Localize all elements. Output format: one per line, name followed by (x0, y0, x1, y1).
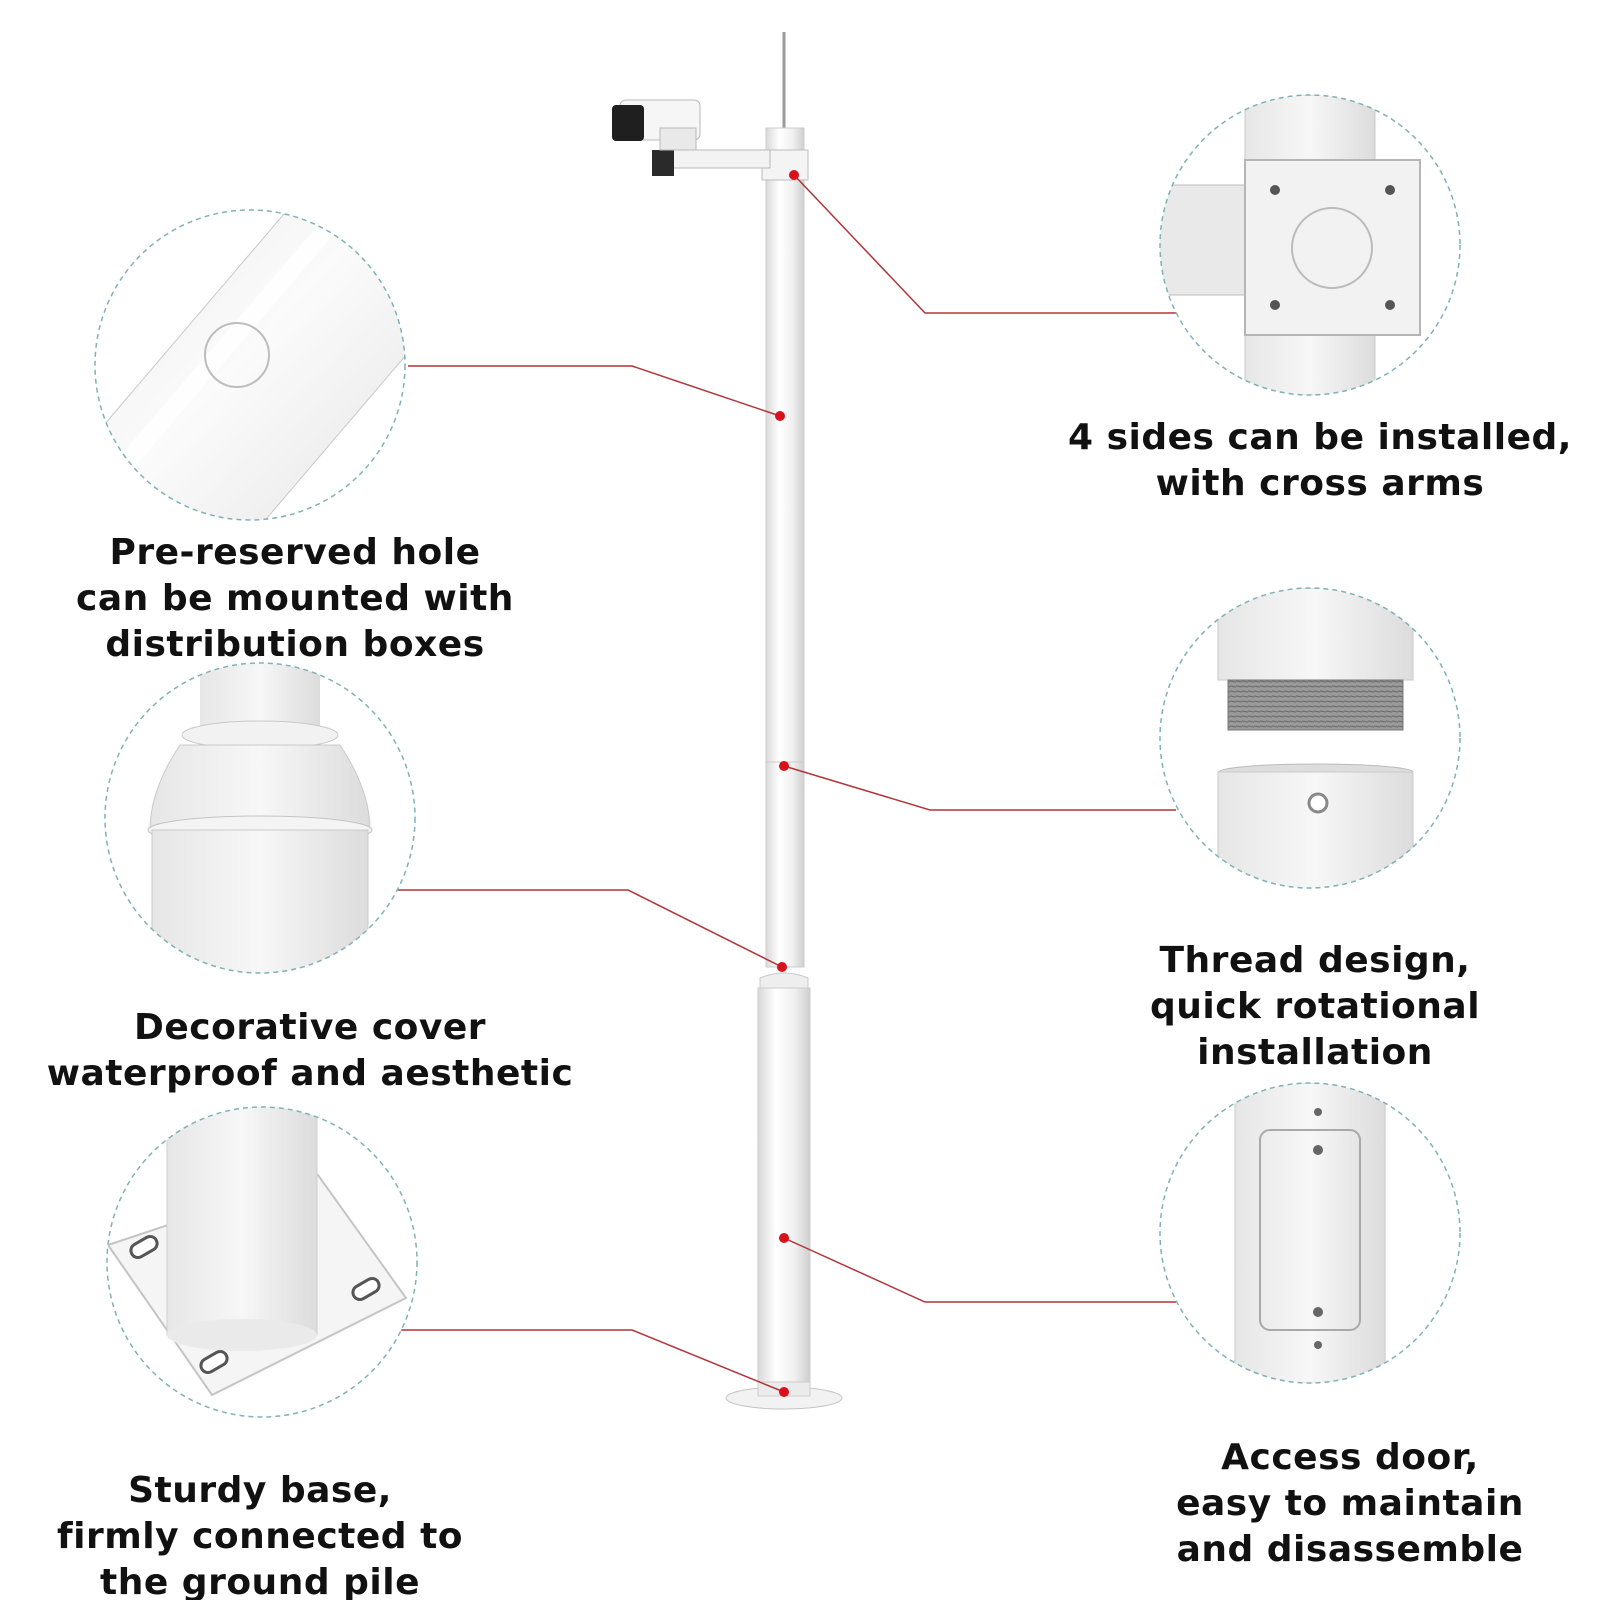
caption-line: Decorative cover (133, 1007, 487, 1048)
leader-arms (793, 174, 1176, 314)
callout-dot-door (779, 1233, 789, 1243)
base-plate-closeup-icon (106, 1106, 418, 1418)
leader-cover (396, 889, 783, 968)
callout-dot-cover (777, 962, 787, 972)
camera-arm (659, 149, 771, 169)
caption-pre-reserved-hole: Pre-reserved hole can be mounted with di… (60, 530, 530, 668)
caption-line: Access door, (1221, 1437, 1479, 1478)
leader-door (783, 1237, 1176, 1303)
caption-line: the ground pile (100, 1562, 420, 1600)
caption-line: installation (1197, 1032, 1433, 1073)
caption-line: with cross arms (1155, 463, 1485, 504)
leader-lines (396, 174, 1176, 1393)
caption-decorative-cover: Decorative cover waterproof and aestheti… (20, 1005, 600, 1097)
caption-line: waterproof and aesthetic (46, 1053, 574, 1094)
pole-decorative-cover (759, 972, 809, 991)
leader-base (396, 1329, 785, 1393)
callout-dots (775, 170, 799, 1397)
access-door-closeup-icon (1159, 1082, 1461, 1384)
caption-cross-arms: 4 sides can be installed, with cross arm… (1060, 415, 1580, 507)
middle-pole-section (765, 761, 805, 968)
caption-sturdy-base: Sturdy base, firmly connected to the gro… (30, 1468, 490, 1600)
caption-line: and disassemble (1176, 1529, 1524, 1570)
caption-thread-design: Thread design, quick rotational installa… (1110, 938, 1520, 1076)
leader-hole (408, 365, 781, 417)
camera-bracket (652, 150, 674, 176)
lower-pole-section (757, 987, 811, 1389)
caption-line: can be mounted with (76, 578, 514, 619)
callout-dot-hole (775, 411, 785, 421)
callout-dot-arms (789, 170, 799, 180)
caption-line: 4 sides can be installed, (1068, 417, 1572, 458)
pole-hole-closeup-icon (94, 209, 406, 521)
callout-dot-base (779, 1387, 789, 1397)
main-pole (612, 32, 843, 1410)
upper-pole-section (765, 127, 805, 769)
caption-line: firmly connected to (56, 1516, 464, 1557)
caption-line: quick rotational (1149, 986, 1481, 1027)
thread-joint-closeup-icon (1159, 587, 1461, 889)
caption-line: distribution boxes (105, 624, 485, 665)
decorative-cover-closeup-icon (104, 662, 416, 974)
caption-line: easy to maintain (1176, 1483, 1524, 1524)
caption-access-door: Access door, easy to maintain and disass… (1120, 1435, 1580, 1573)
camera-icon (612, 99, 701, 151)
cross-arm-mount-closeup-icon (1159, 94, 1461, 396)
caption-line: Sturdy base, (128, 1470, 392, 1511)
caption-line: Thread design, (1159, 940, 1471, 981)
caption-line: Pre-reserved hole (109, 532, 481, 573)
callout-dot-thread (779, 761, 789, 771)
leader-thread (783, 765, 1176, 811)
